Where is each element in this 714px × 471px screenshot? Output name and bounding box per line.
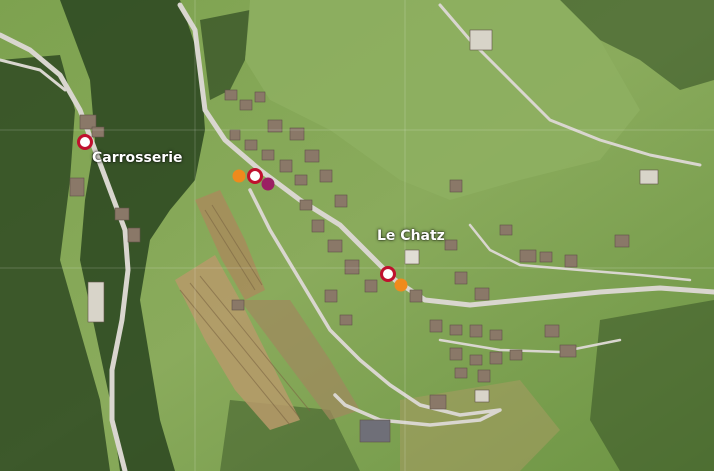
- bus-stop-le-chatz-marker[interactable]: [380, 266, 396, 282]
- place-label-le-chatz: Le Chatz: [377, 228, 445, 244]
- place-label-carrosserie: Carrosserie: [92, 150, 183, 166]
- buildings: [69, 29, 659, 443]
- orange-village-marker[interactable]: [232, 169, 246, 183]
- bus-stop-carrosserie-marker[interactable]: [77, 134, 93, 150]
- upper-meadow: [245, 0, 640, 200]
- orange-le-chatz-marker[interactable]: [394, 278, 408, 292]
- purple-village-marker[interactable]: [261, 177, 275, 191]
- road-main-village: [177, 2, 714, 308]
- terraced-fields: [175, 190, 360, 430]
- road-lower-east: [438, 338, 622, 354]
- bus-stop-village-marker[interactable]: [247, 168, 263, 184]
- road-east-loop: [468, 223, 692, 282]
- road-west-spur: [0, 58, 67, 92]
- map-markers[interactable]: [77, 134, 408, 292]
